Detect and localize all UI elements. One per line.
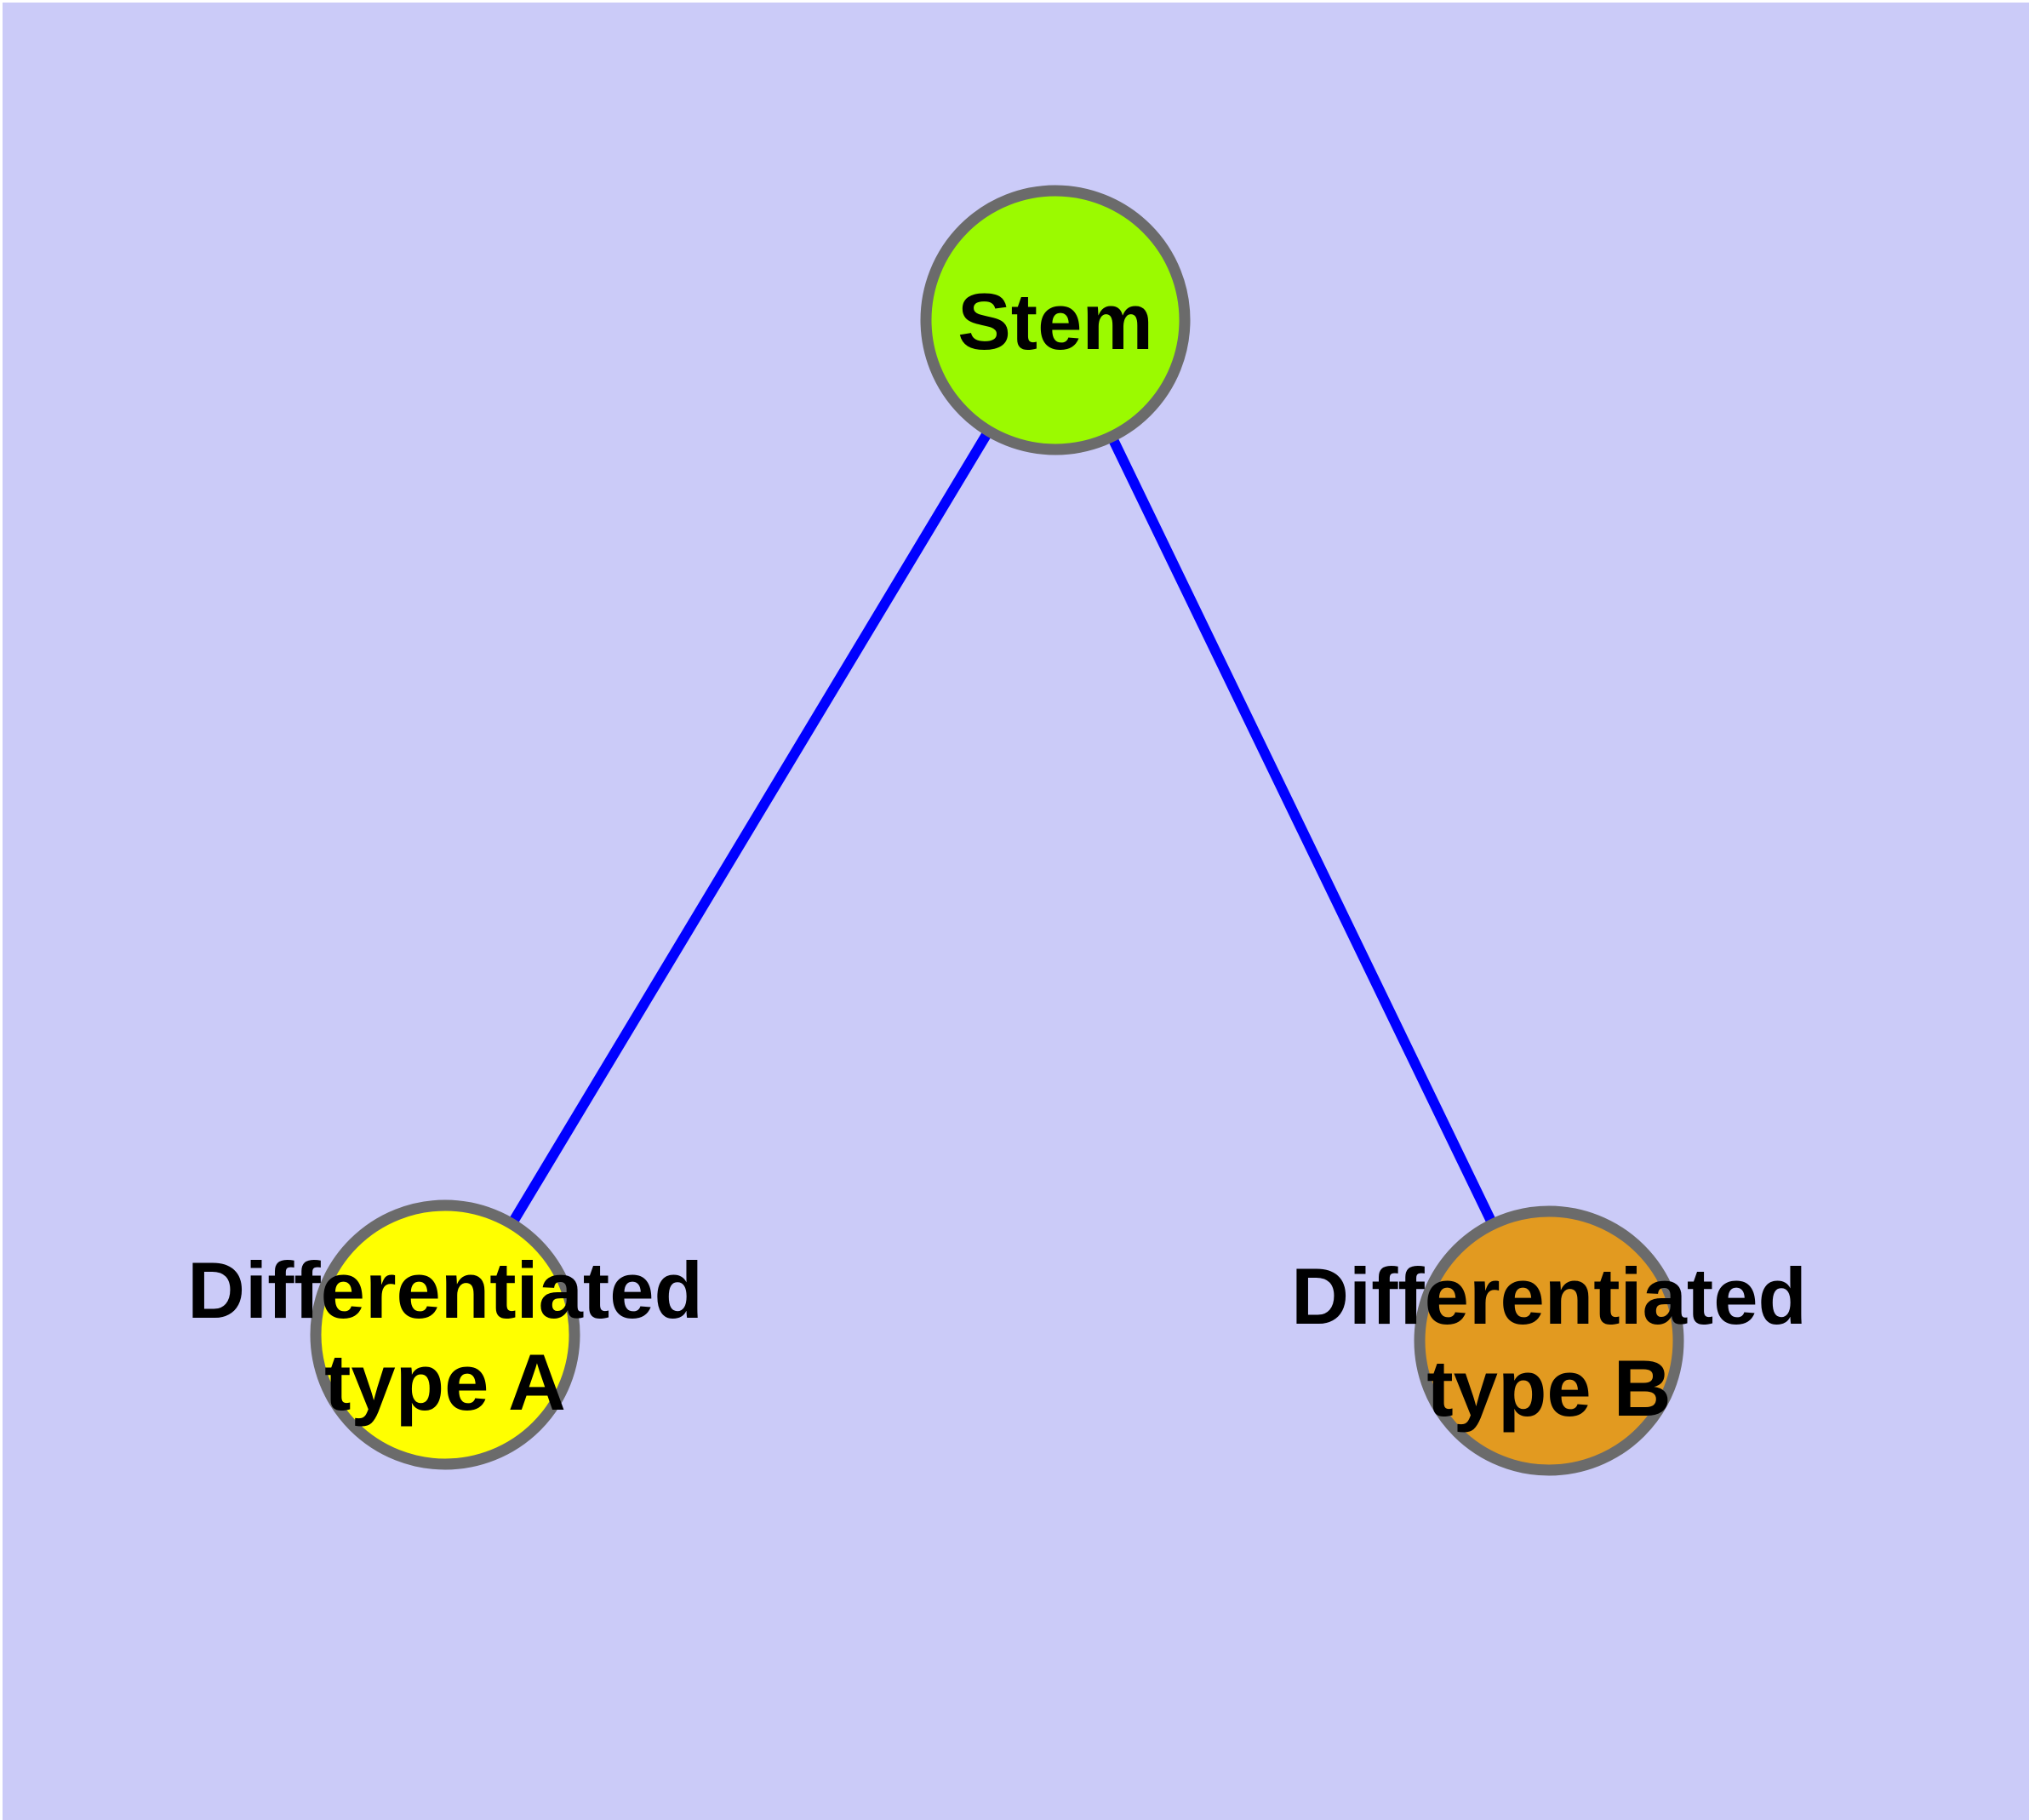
node-stem-label-line-1: Stem (957, 277, 1153, 366)
node-differentiated-type-b-label-line-1: Differentiated (1291, 1251, 1807, 1341)
node-differentiated-type-b-circle (1414, 1205, 1684, 1476)
node-differentiated-type-b-label-line-2: type B (1426, 1343, 1671, 1433)
node-differentiated-type-a-label-line-2: type A (324, 1337, 566, 1427)
node-stem-circle (920, 185, 1191, 455)
node-stem-label: Stem (957, 277, 1153, 366)
edge-stem-to-differentiated-type-b (1050, 318, 1554, 1343)
edge-stem-to-differentiated-type-a (440, 317, 1060, 1338)
node-differentiated-type-a-circle (310, 1199, 580, 1470)
node-differentiated-type-a-label-line-1: Differentiated (187, 1245, 703, 1335)
